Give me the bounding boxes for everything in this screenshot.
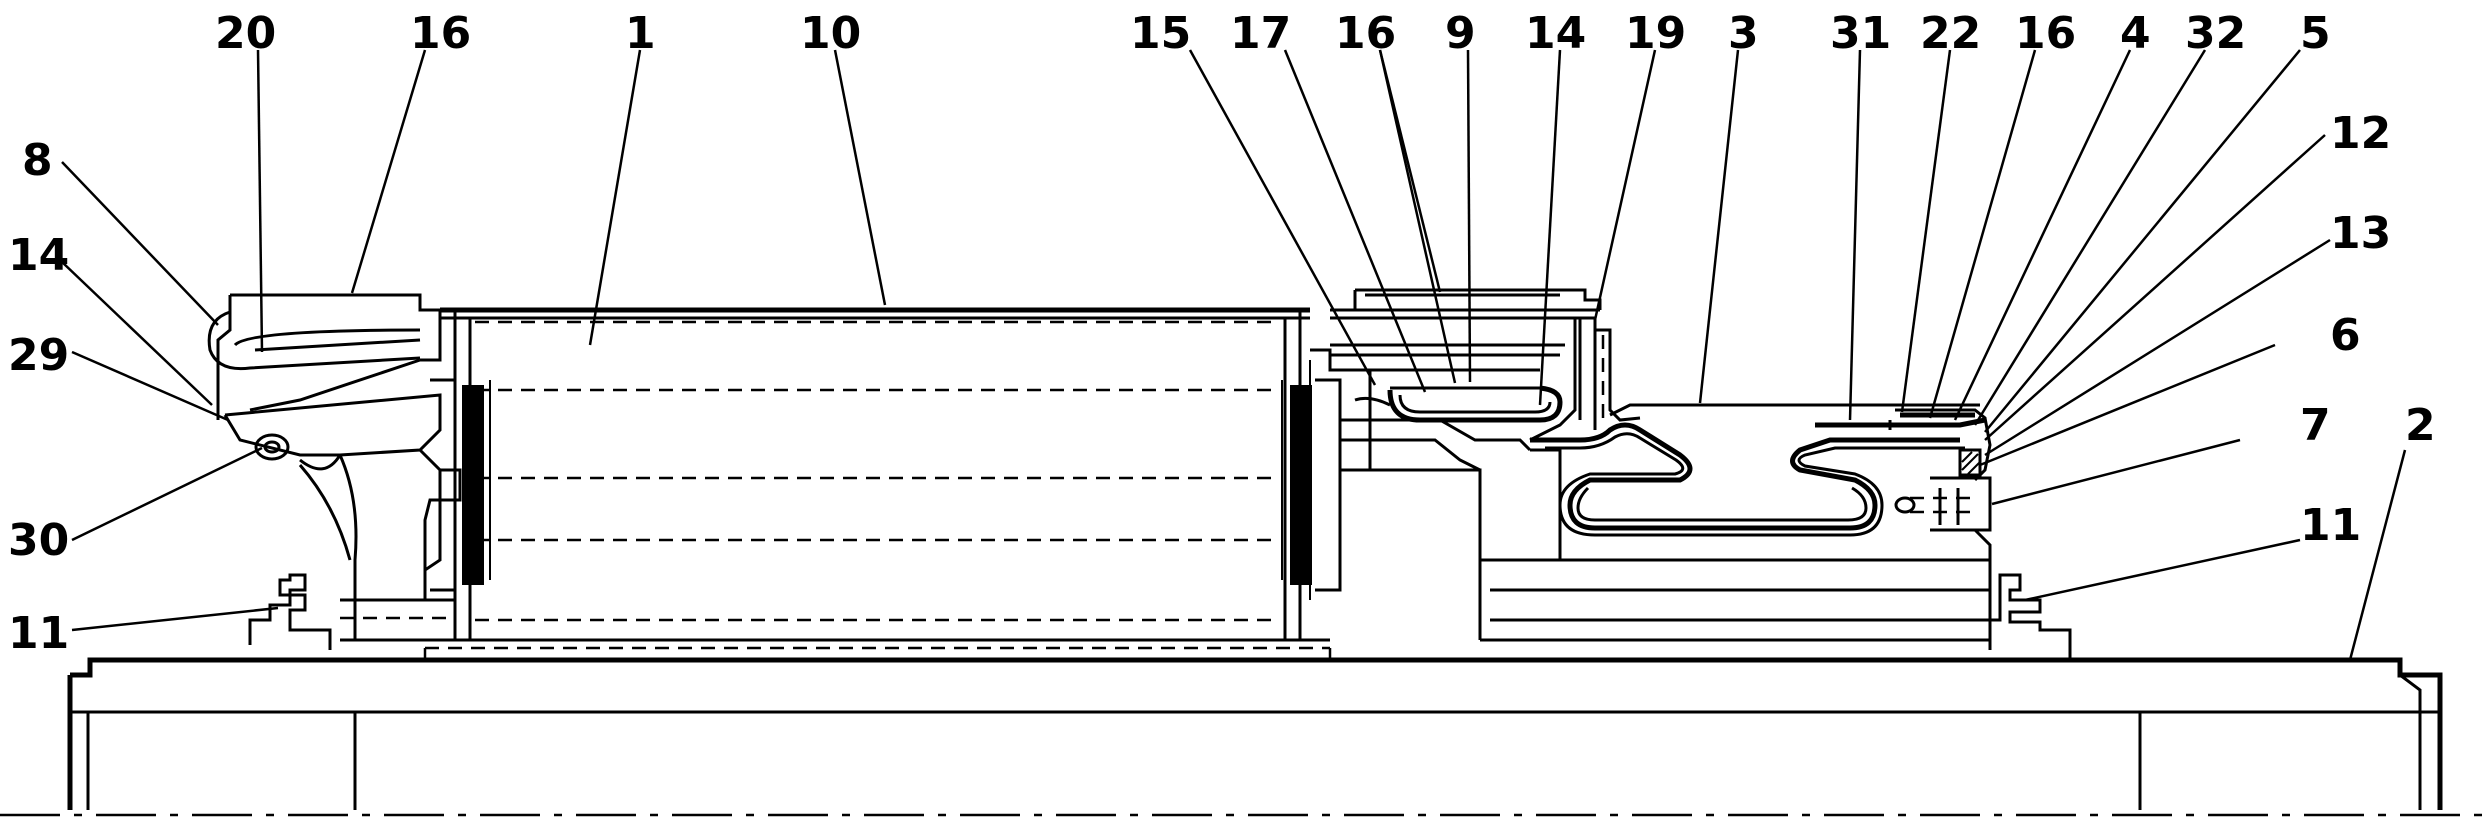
label-29: 29 — [8, 330, 69, 381]
label-14-left: 14 — [8, 230, 69, 281]
right-bracket-11 — [1988, 573, 2072, 660]
label-30: 30 — [8, 515, 69, 566]
reference-numerals: 20 16 1 10 15 17 16 9 14 19 3 31 22 16 4… — [8, 8, 2436, 659]
label-17: 17 — [1230, 8, 1291, 59]
label-7: 7 — [2300, 400, 2331, 451]
riser-19 — [1570, 316, 1641, 430]
label-32: 32 — [2185, 8, 2246, 59]
label-11-left: 11 — [8, 608, 69, 659]
label-16-mid: 16 — [1335, 8, 1396, 59]
label-19: 19 — [1625, 8, 1686, 59]
label-22: 22 — [1920, 8, 1981, 59]
left-bracket-11 — [248, 573, 332, 650]
label-11-right: 11 — [2300, 500, 2361, 551]
label-6: 6 — [2330, 310, 2361, 361]
label-9: 9 — [1445, 8, 1476, 59]
label-1: 1 — [625, 8, 656, 59]
right-end-parts — [1815, 408, 1992, 560]
label-8: 8 — [22, 135, 53, 186]
left-housing — [207, 293, 462, 642]
base-shaft — [0, 657, 2492, 817]
label-4: 4 — [2120, 8, 2151, 59]
label-14-mid: 14 — [1525, 8, 1586, 59]
main-cylinder — [423, 307, 1332, 660]
label-16-left: 16 — [410, 8, 471, 59]
bellows-3 — [1530, 403, 1980, 537]
right-coil-pack — [1281, 360, 1342, 600]
label-12: 12 — [2330, 108, 2391, 159]
label-10: 10 — [800, 8, 861, 59]
label-3: 3 — [1728, 8, 1759, 59]
label-13: 13 — [2330, 208, 2391, 259]
label-20: 20 — [215, 8, 276, 59]
leader-lines — [61, 49, 2407, 661]
right-top-block — [1330, 288, 1602, 442]
label-31: 31 — [1830, 8, 1891, 59]
label-5: 5 — [2300, 8, 2331, 59]
left-coil-pack — [430, 360, 491, 600]
label-16-right: 16 — [2015, 8, 2076, 59]
label-2: 2 — [2405, 400, 2436, 451]
right-housing — [1310, 348, 1992, 642]
label-15: 15 — [1130, 8, 1191, 59]
